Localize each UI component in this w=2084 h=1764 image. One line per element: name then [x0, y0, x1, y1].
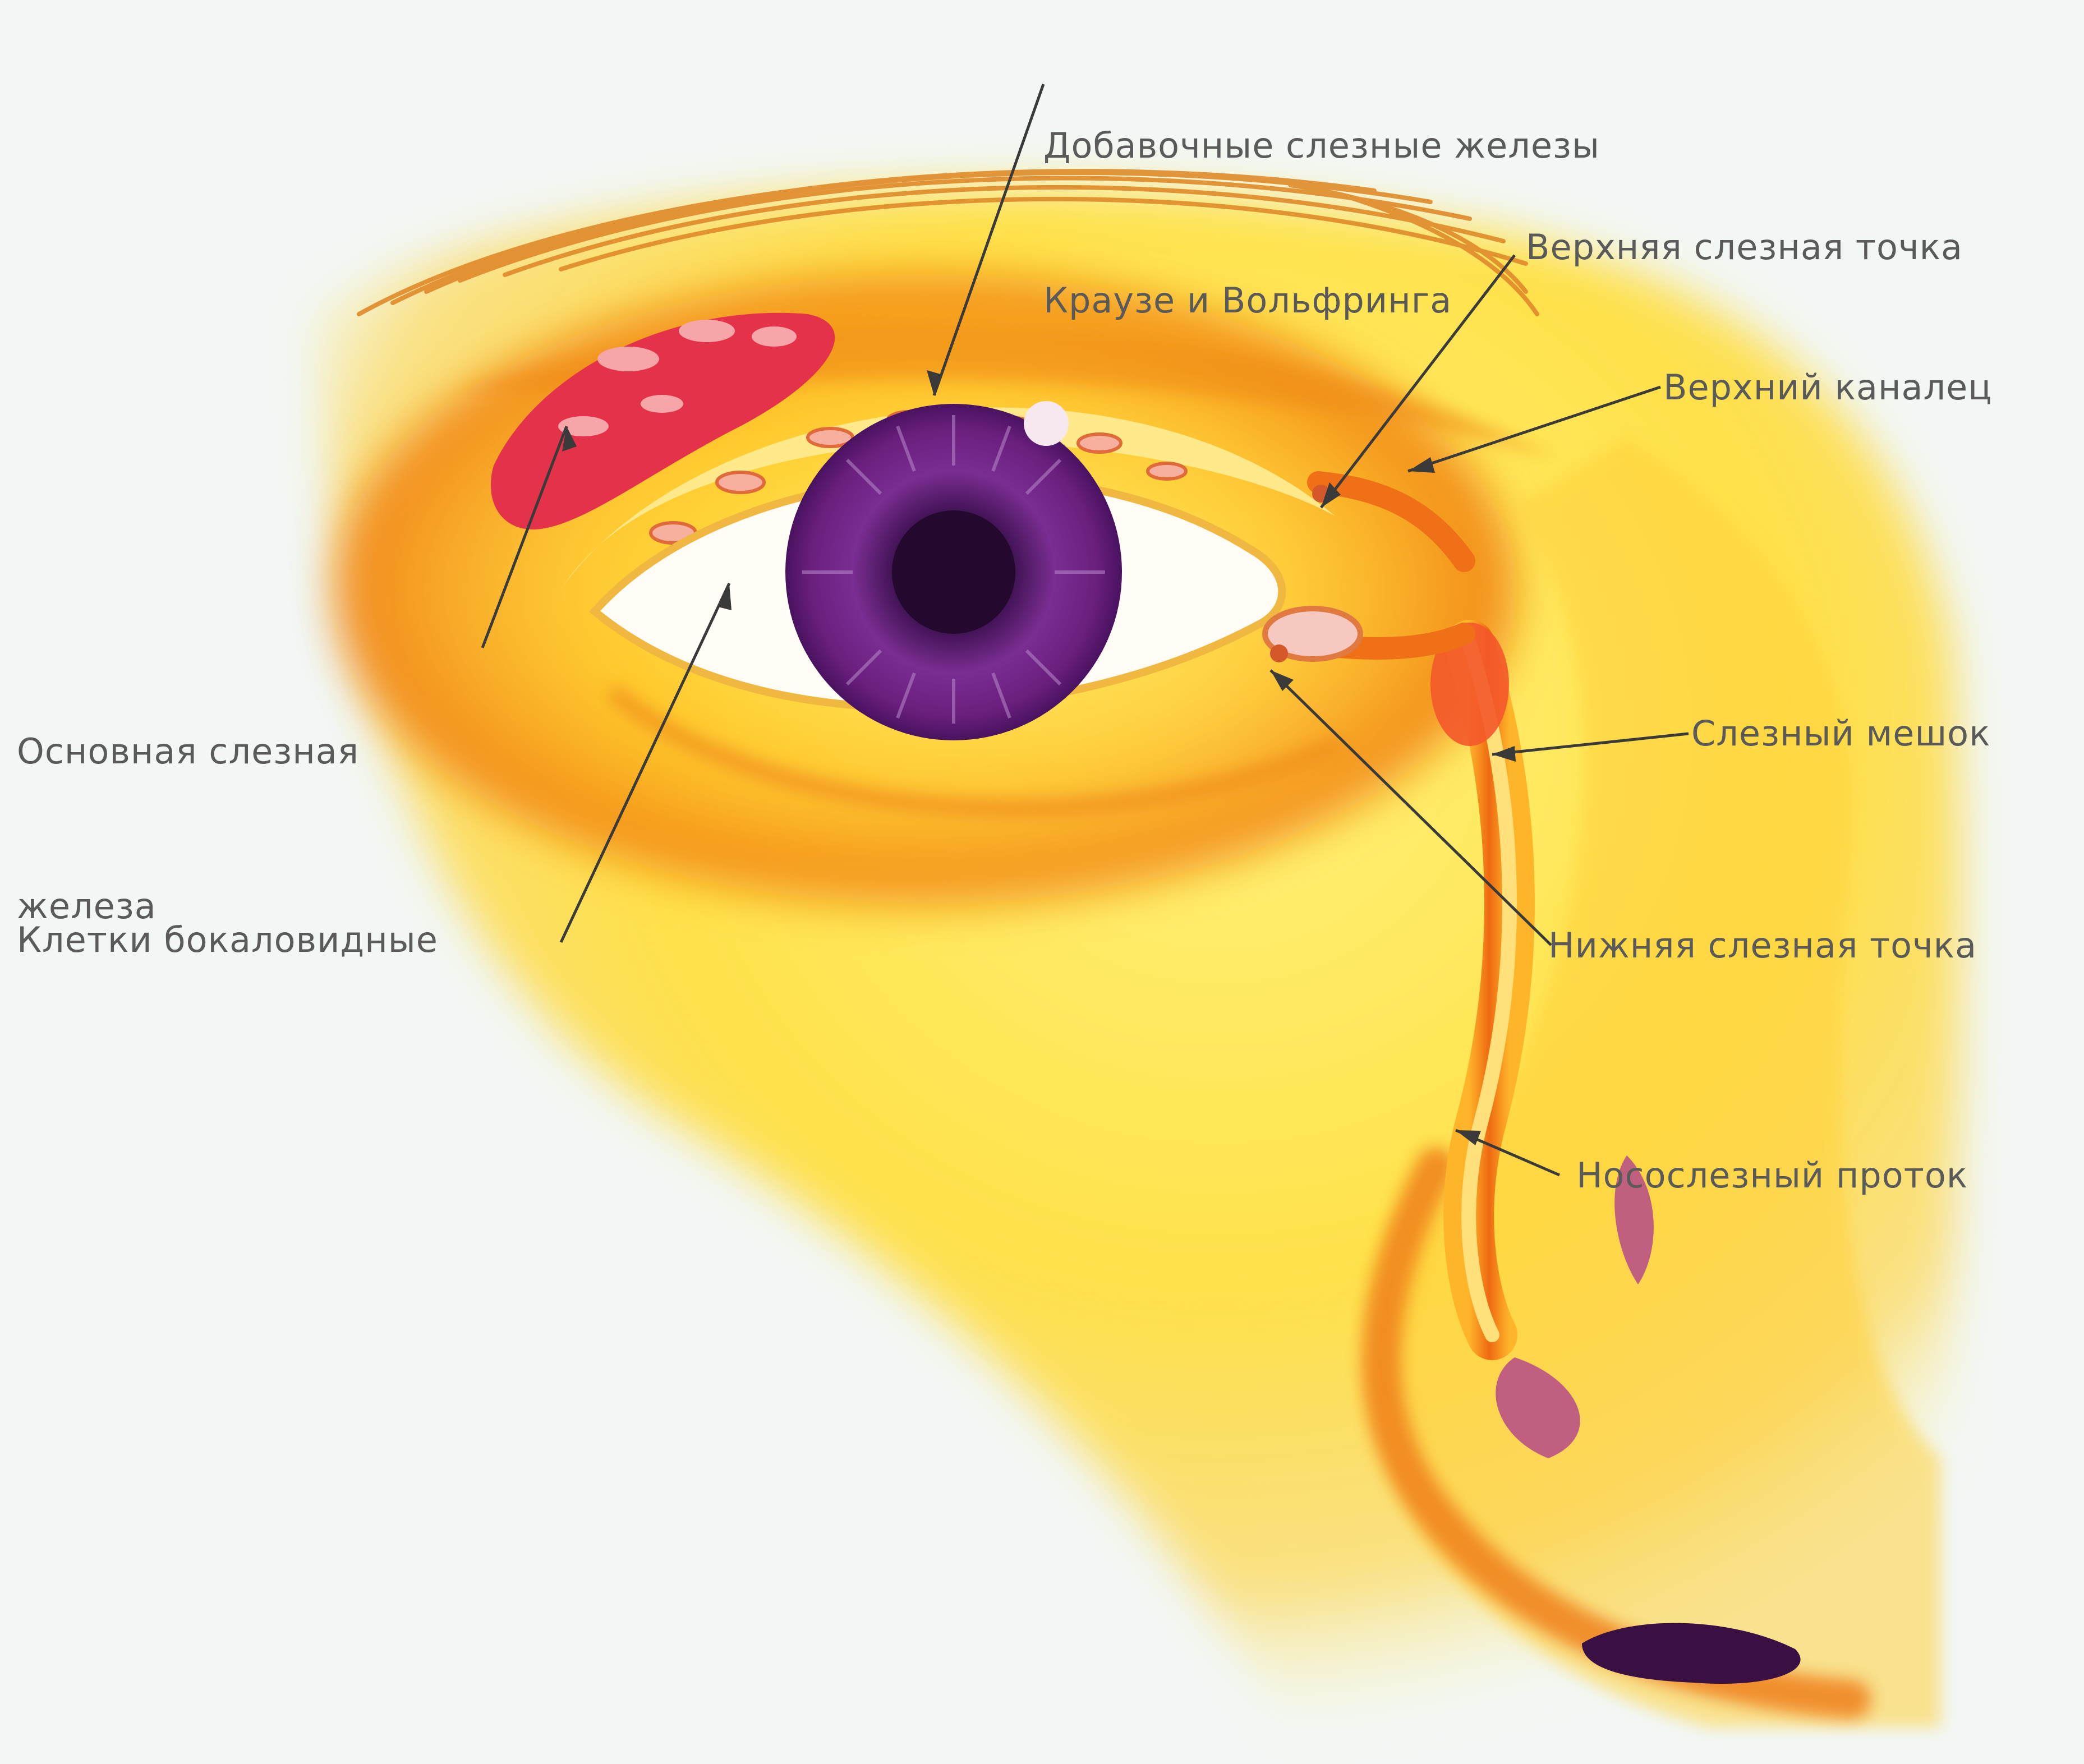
- label-accessory-glands-line1: Добавочные слезные железы: [1043, 120, 1600, 172]
- lower-punctum-dot: [1270, 644, 1288, 662]
- label-accessory-glands-line2: Краузе и Вольфринга: [1043, 275, 1600, 326]
- label-upper-canaliculus: Верхний каналец: [1663, 362, 1993, 413]
- label-goblet-cells: Клетки бокаловидные: [17, 914, 438, 966]
- label-accessory-glands: Добавочные слезные железы Краузе и Вольф…: [1043, 17, 1600, 430]
- label-nasolacrimal-duct: Носослезный проток: [1576, 1150, 1968, 1201]
- label-main-gland-line1: Основная слезная: [17, 726, 359, 777]
- label-main-gland: Основная слезная железа: [17, 623, 359, 1035]
- label-lacrimal-sac: Слезный мешок: [1691, 708, 1991, 759]
- label-upper-punctum: Верхняя слезная точка: [1526, 222, 1963, 273]
- label-lower-punctum: Нижняя слезная точка: [1548, 920, 1977, 971]
- pupil: [892, 510, 1015, 634]
